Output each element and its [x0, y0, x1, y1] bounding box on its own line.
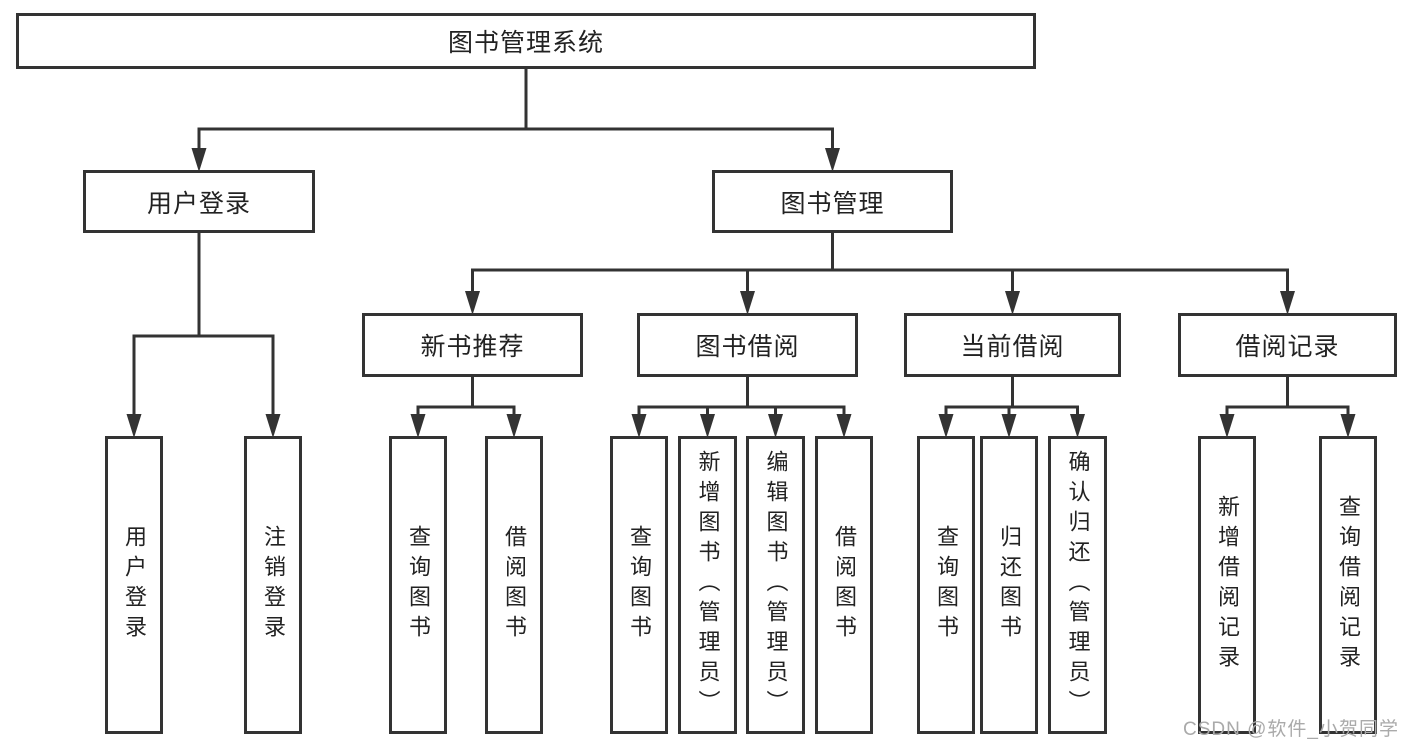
node-rec-borrow: 借阅图书 — [485, 436, 543, 734]
node-label: 查询图书 — [406, 525, 431, 645]
node-cb-query: 查询图书 — [917, 436, 975, 734]
node-bb-borrow: 借阅图书 — [815, 436, 873, 734]
arrowhead-icon — [1340, 414, 1356, 438]
watermark-text: CSDN @软件_小贺同学 — [1183, 719, 1399, 740]
node-br-query: 查询借阅记录 — [1319, 436, 1377, 734]
node-user-login: 用户登录 — [83, 170, 315, 233]
node-label: 归还图书 — [997, 525, 1022, 645]
arrowhead-icon — [465, 291, 480, 315]
arrowhead-icon — [191, 148, 207, 172]
node-bb-edit: 编辑图书（管理员） — [746, 436, 805, 734]
arrowhead-icon — [126, 414, 142, 438]
node-label: 编辑图书（管理员） — [763, 450, 789, 720]
node-br-add: 新增借阅记录 — [1198, 436, 1256, 734]
arrowhead-icon — [631, 414, 647, 438]
node-label: 新书推荐 — [420, 333, 525, 361]
node-label: 图书借阅 — [695, 333, 800, 361]
arrowhead-icon — [1219, 414, 1235, 438]
node-bb-add: 新增图书（管理员） — [678, 436, 737, 734]
node-label: 查询图书 — [934, 525, 959, 645]
node-cb-confirm: 确认归还（管理员） — [1048, 436, 1107, 734]
node-new-book-rec: 新书推荐 — [362, 313, 583, 377]
node-label: 新增图书（管理员） — [695, 450, 721, 720]
node-label: 查询图书 — [627, 525, 652, 645]
node-current-borrow: 当前借阅 — [904, 313, 1121, 377]
node-label: 新增借阅记录 — [1215, 495, 1240, 675]
arrowhead-icon — [700, 414, 715, 438]
arrowhead-icon — [825, 148, 840, 172]
node-label: 用户登录 — [146, 189, 251, 218]
node-label: 查询借阅记录 — [1336, 495, 1361, 675]
node-borrow-records: 借阅记录 — [1178, 313, 1397, 377]
node-bb-query: 查询图书 — [610, 436, 668, 734]
arrowhead-icon — [836, 414, 852, 438]
node-label: 借阅图书 — [502, 525, 527, 645]
node-book-mgmt: 图书管理 — [712, 170, 953, 233]
arrowhead-icon — [1005, 291, 1020, 315]
node-label: 图书管理 — [780, 189, 885, 218]
arrowhead-icon — [410, 414, 426, 438]
arrowhead-icon — [506, 414, 522, 438]
node-label: 借阅记录 — [1235, 333, 1340, 361]
arrowhead-icon — [1280, 291, 1295, 315]
arrowhead-icon — [938, 414, 954, 438]
node-label: 用户登录 — [122, 525, 147, 645]
node-label: 图书管理系统 — [447, 29, 604, 57]
arrowhead-icon — [1070, 414, 1085, 438]
node-label: 注销登录 — [261, 525, 286, 645]
arrowhead-icon — [265, 414, 281, 438]
node-login: 用户登录 — [105, 436, 163, 734]
node-book-borrow: 图书借阅 — [637, 313, 858, 377]
arrowhead-icon — [740, 291, 755, 315]
node-label: 确认归还（管理员） — [1065, 450, 1091, 720]
node-label: 当前借阅 — [960, 333, 1065, 361]
node-cb-return: 归还图书 — [980, 436, 1038, 734]
node-root: 图书管理系统 — [16, 13, 1036, 69]
arrowhead-icon — [768, 414, 783, 438]
node-rec-query: 查询图书 — [389, 436, 447, 734]
arrowhead-icon — [1001, 414, 1017, 438]
node-label: 借阅图书 — [832, 525, 857, 645]
node-logout: 注销登录 — [244, 436, 302, 734]
